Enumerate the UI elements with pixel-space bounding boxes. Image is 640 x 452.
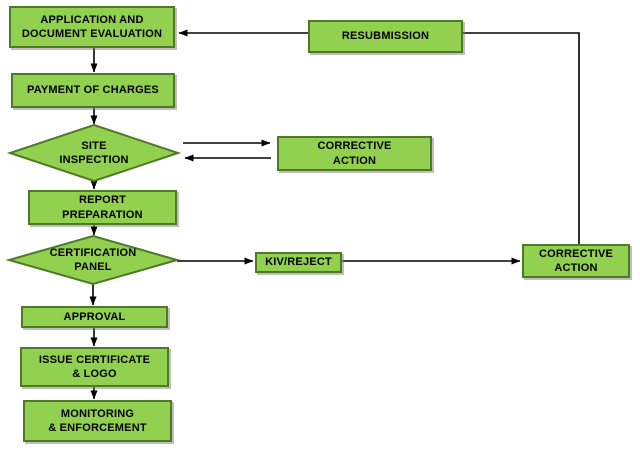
node-payment-of-charges: PAYMENT OF CHARGES xyxy=(11,73,175,108)
node-label: RESUBMISSION xyxy=(341,30,430,43)
node-label: CORRECTIVE ACTION xyxy=(538,247,614,274)
node-site-inspection: SITE INSPECTION xyxy=(30,131,158,175)
node-resubmission: RESUBMISSION xyxy=(308,20,463,53)
site-inspection-diamond xyxy=(6,123,182,183)
certification-panel-diamond xyxy=(5,234,181,286)
node-label: KIV/REJECT xyxy=(265,256,332,269)
node-certification-panel: CERTIFICATION PANEL xyxy=(29,238,157,282)
node-issue-certificate-logo: ISSUE CERTIFICATE & LOGO xyxy=(20,347,169,387)
node-kiv-reject: KIV/REJECT xyxy=(255,252,342,273)
node-approval: APPROVAL xyxy=(21,306,168,328)
node-corrective-action-panel: CORRECTIVE ACTION xyxy=(522,244,630,278)
node-label: REPORT PREPARATION xyxy=(62,194,143,221)
node-label: APPROVAL xyxy=(63,310,126,323)
node-label: CORRECTIVE ACTION xyxy=(317,140,392,167)
node-label: APPLICATION AND DOCUMENT EVALUATION xyxy=(21,13,163,40)
node-label: ISSUE CERTIFICATE & LOGO xyxy=(38,353,151,380)
edge-corrective-panel-to-resubmission xyxy=(463,32,580,244)
node-monitoring-enforcement: MONITORING & ENFORCEMENT xyxy=(23,400,172,442)
node-application-document-evaluation: APPLICATION AND DOCUMENT EVALUATION xyxy=(9,6,175,48)
node-label: PAYMENT OF CHARGES xyxy=(27,84,159,97)
node-label: SITE INSPECTION xyxy=(59,139,129,166)
node-label: MONITORING & ENFORCEMENT xyxy=(48,407,147,434)
node-label: CERTIFICATION PANEL xyxy=(49,246,137,273)
node-corrective-action-site: CORRECTIVE ACTION xyxy=(277,136,432,171)
node-report-preparation: REPORT PREPARATION xyxy=(28,190,177,225)
